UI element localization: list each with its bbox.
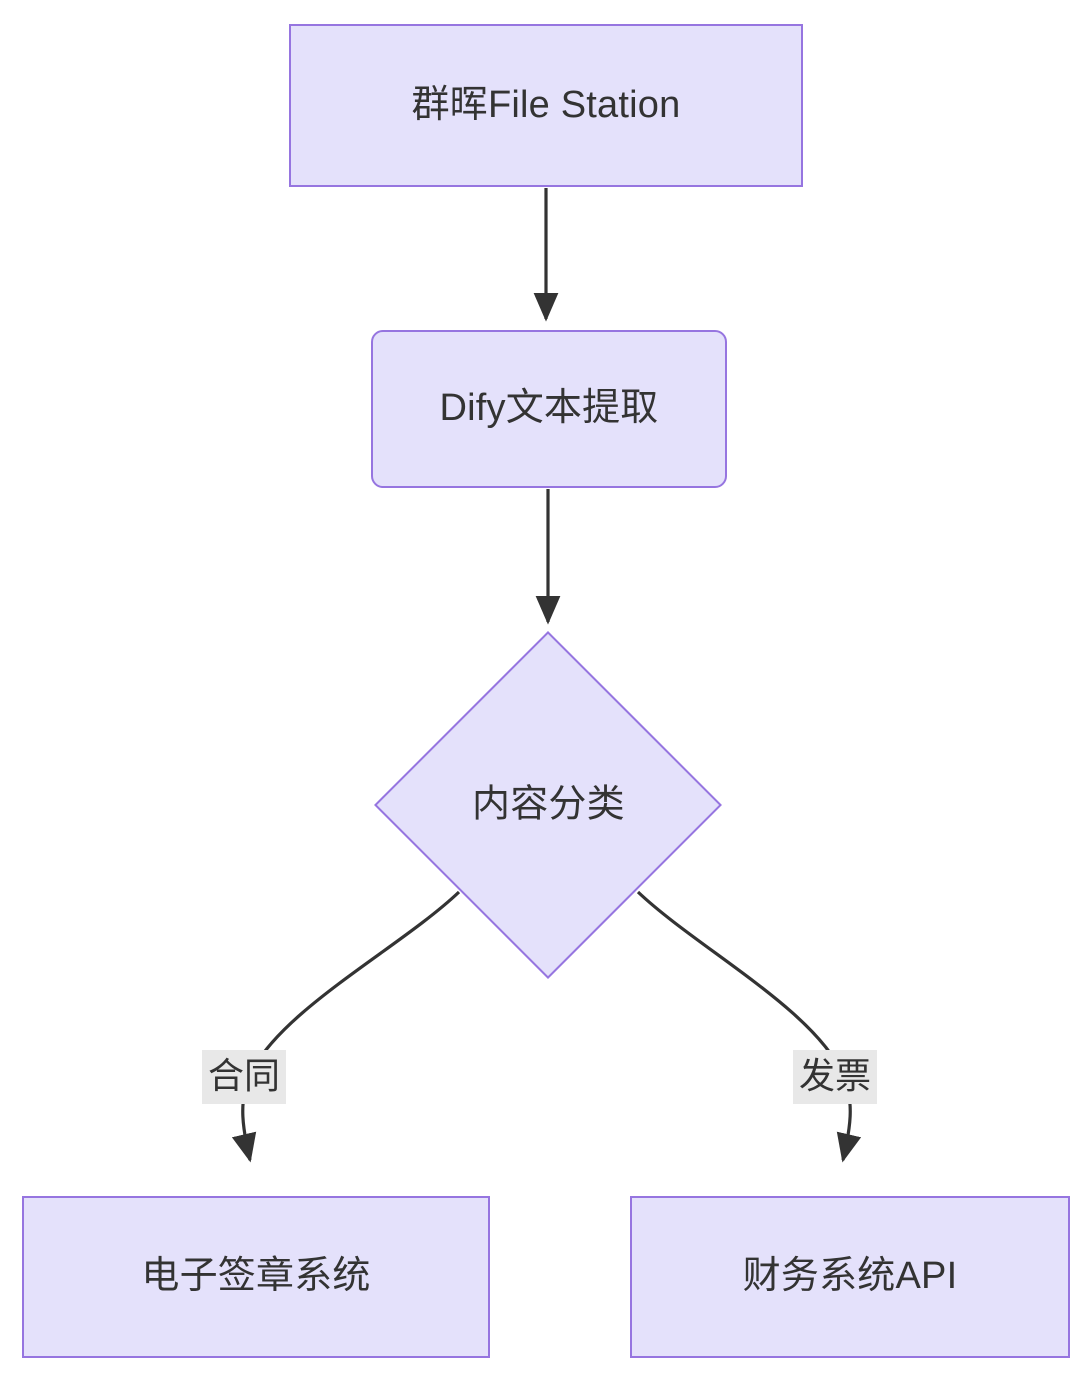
node-e-signature-system[interactable]: 电子签章系统 bbox=[22, 1196, 490, 1358]
node-label: 电子签章系统 bbox=[141, 1255, 371, 1298]
node-synology-file-station[interactable]: 群晖File Station bbox=[289, 24, 803, 187]
node-label: Dify文本提取 bbox=[439, 387, 659, 430]
node-finance-system-api[interactable]: 财务系统API bbox=[630, 1196, 1070, 1358]
node-label: 内容分类 bbox=[471, 783, 625, 826]
edge-decision-to-sign bbox=[231, 890, 461, 1163]
node-content-classification-decision[interactable]: 内容分类 bbox=[374, 631, 722, 979]
node-label: 财务系统API bbox=[742, 1255, 958, 1298]
edge-label-invoice: 发票 bbox=[793, 1050, 878, 1104]
edge-decision-to-finance bbox=[636, 890, 862, 1163]
node-label: 群晖File Station bbox=[411, 83, 681, 126]
edge-label-contract: 合同 bbox=[202, 1050, 287, 1104]
node-dify-text-extraction[interactable]: Dify文本提取 bbox=[371, 330, 727, 488]
